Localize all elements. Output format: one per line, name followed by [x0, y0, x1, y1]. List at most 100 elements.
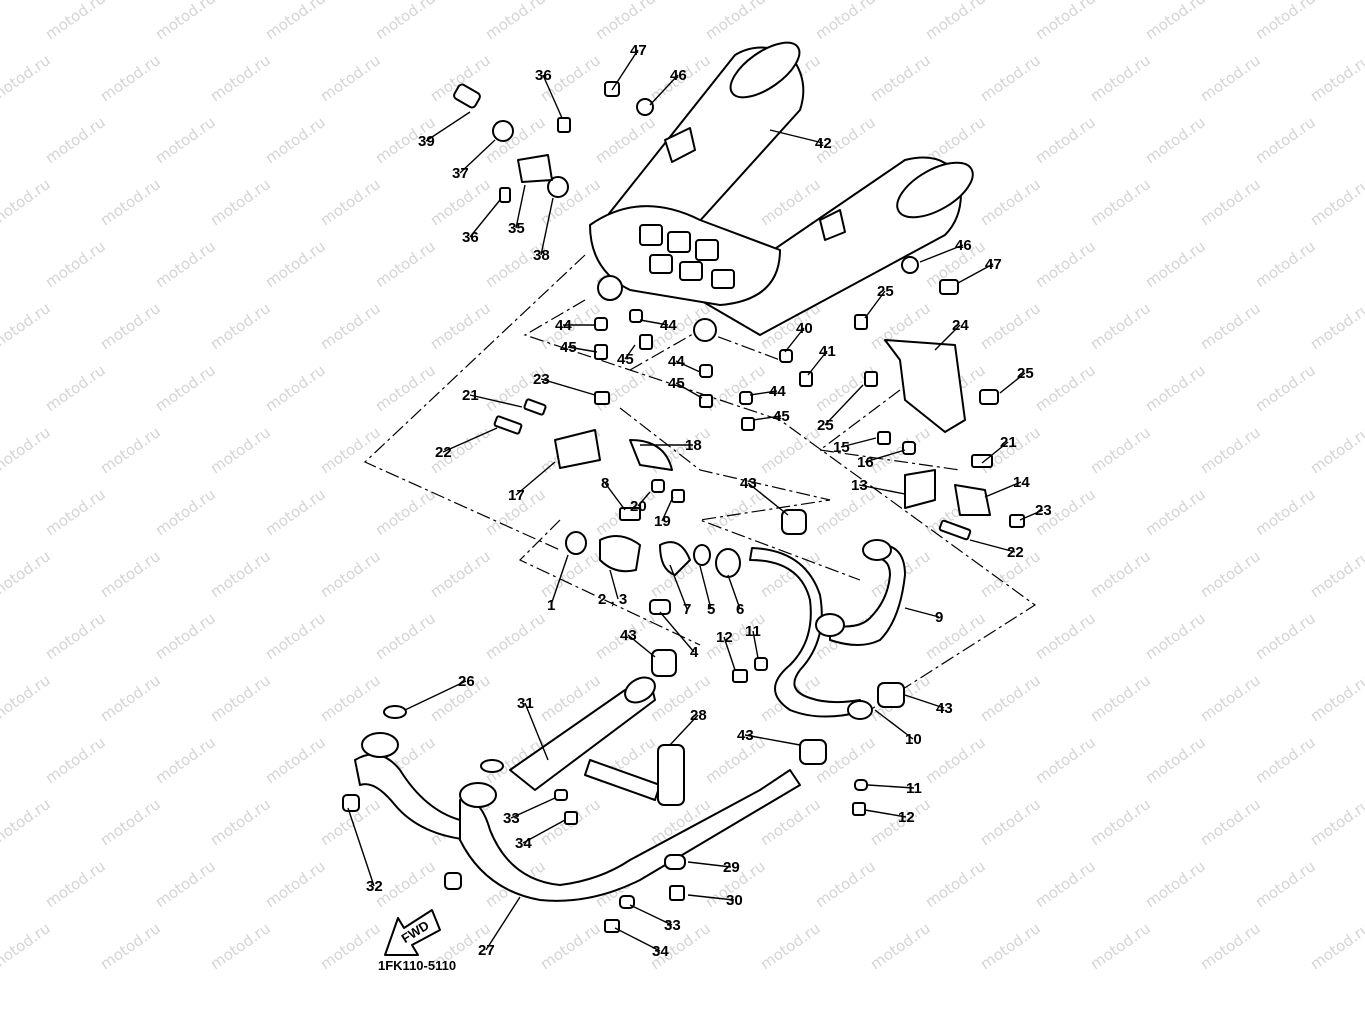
callout-c34a: 34 [515, 835, 532, 852]
leader-line-c44b [639, 319, 669, 326]
watermark-text: motod.ru [592, 361, 659, 415]
watermark-text: motod.ru [97, 795, 164, 849]
watermark-text: motod.ru [427, 299, 494, 353]
callout-c33b: 33 [664, 917, 681, 934]
watermark-text: motod.ru [1197, 423, 1264, 477]
callout-c24: 24 [952, 317, 969, 334]
leader-line-c36a [542, 74, 563, 119]
watermark-text: motod.ru [262, 361, 329, 415]
callout-c37: 37 [452, 165, 469, 182]
callout-c36b: 36 [462, 229, 479, 246]
leader-line-c31 [524, 702, 549, 761]
callout-c46a: 46 [670, 67, 687, 84]
watermark-text: motod.ru [0, 919, 54, 973]
watermark-text: motod.ru [207, 919, 274, 973]
callout-c45a: 45 [560, 339, 577, 356]
watermark-text: motod.ru [262, 0, 329, 43]
leader-line-c12b [864, 809, 907, 818]
callout-c25b: 25 [1017, 365, 1034, 382]
callout-c20: 20 [630, 498, 647, 515]
callout-c43c: 43 [737, 727, 754, 744]
watermark-text: motod.ru [1307, 919, 1365, 973]
callout-leader-lines [347, 49, 1044, 952]
watermark-text: motod.ru [262, 609, 329, 663]
callout-c23b: 23 [1035, 502, 1052, 519]
watermark-text: motod.ru [922, 857, 989, 911]
watermark-text: motod.ru [0, 671, 54, 725]
watermark-text: motod.ru [922, 0, 989, 43]
leader-line-c8 [604, 482, 626, 511]
watermark-text: motod.ru [977, 671, 1044, 725]
watermark-text: motod.ru [702, 0, 769, 43]
callout-c8: 8 [601, 475, 609, 492]
watermark-text: motod.ru [207, 795, 274, 849]
leader-line-c26 [404, 680, 467, 711]
leader-line-c23a [540, 378, 596, 396]
callout-c22a: 22 [435, 444, 452, 461]
watermark-text: motod.ru [812, 857, 879, 911]
watermark-text: motod.ru [1032, 857, 1099, 911]
callout-c13: 13 [851, 477, 868, 494]
watermark-text: motod.ru [1252, 485, 1319, 539]
watermark-text: motod.ru [1252, 609, 1319, 663]
leader-line-c37 [459, 139, 496, 174]
watermark-text: motod.ru [42, 609, 109, 663]
watermark-text: motod.ru [317, 671, 384, 725]
watermark-text: motod.ru [1307, 51, 1365, 105]
leader-line-c32 [347, 807, 375, 887]
watermark-text: motod.ru [812, 485, 879, 539]
leader-line-c45a [567, 346, 598, 353]
leader-line-c33b [629, 904, 673, 926]
leader-line-c13 [858, 484, 906, 495]
callout-c12a: 12 [716, 629, 733, 646]
watermark-text: motod.ru [1087, 51, 1154, 105]
watermark-text: motod.ru [42, 485, 109, 539]
callout-c43b: 43 [620, 627, 637, 644]
leader-line-c20 [637, 491, 651, 507]
watermark-text: motod.ru [1087, 795, 1154, 849]
watermark-text: motod.ru [977, 919, 1044, 973]
watermark-text: motod.ru [482, 0, 549, 43]
watermark-text: motod.ru [757, 175, 824, 229]
leader-line-c39 [425, 111, 471, 142]
watermark-text: motod.ru [482, 237, 549, 291]
callout-c40: 40 [796, 320, 813, 337]
callout-c35: 35 [508, 220, 525, 237]
watermark-text: motod.ru [42, 0, 109, 43]
watermark-text: motod.ru [922, 609, 989, 663]
callout-c23: 2 , 3 [598, 591, 627, 608]
watermark-text: motod.ru [702, 733, 769, 787]
callout-c23a: 23 [533, 371, 550, 388]
watermark-text: motod.ru [152, 237, 219, 291]
callout-c34b: 34 [652, 943, 669, 960]
watermark-text: motod.ru [372, 485, 439, 539]
watermark-text: motod.ru [757, 423, 824, 477]
callout-c43a: 43 [740, 475, 757, 492]
callout-c45c: 45 [668, 375, 685, 392]
watermark-text: motod.ru [1252, 857, 1319, 911]
watermark-text: motod.ru [317, 919, 384, 973]
leader-line-c35 [515, 184, 526, 229]
watermark-text: motod.ru [1197, 51, 1264, 105]
watermark-text: motod.ru [152, 485, 219, 539]
leader-line-c21b [981, 441, 1009, 464]
watermark-text: motod.ru [0, 175, 54, 229]
watermark-text: motod.ru [977, 795, 1044, 849]
callout-c36a: 36 [535, 67, 552, 84]
leader-line-c25c [824, 384, 864, 426]
callout-c38: 38 [533, 247, 550, 264]
leader-line-c33a [510, 797, 556, 819]
callout-c15: 15 [833, 439, 850, 456]
callout-c44b: 44 [660, 317, 677, 334]
watermark-text: motod.ru [1142, 361, 1209, 415]
callout-c11a: 11 [745, 623, 761, 640]
leader-line-c22b [969, 539, 1016, 553]
leader-line-c28 [669, 714, 699, 746]
watermark-text: motod.ru [592, 0, 659, 43]
watermark-text: motod.ru [0, 423, 54, 477]
leader-line-c34b [614, 927, 661, 952]
leader-line-c11b [867, 784, 915, 789]
leader-line-c9 [904, 607, 940, 618]
callout-c7: 7 [683, 601, 691, 618]
